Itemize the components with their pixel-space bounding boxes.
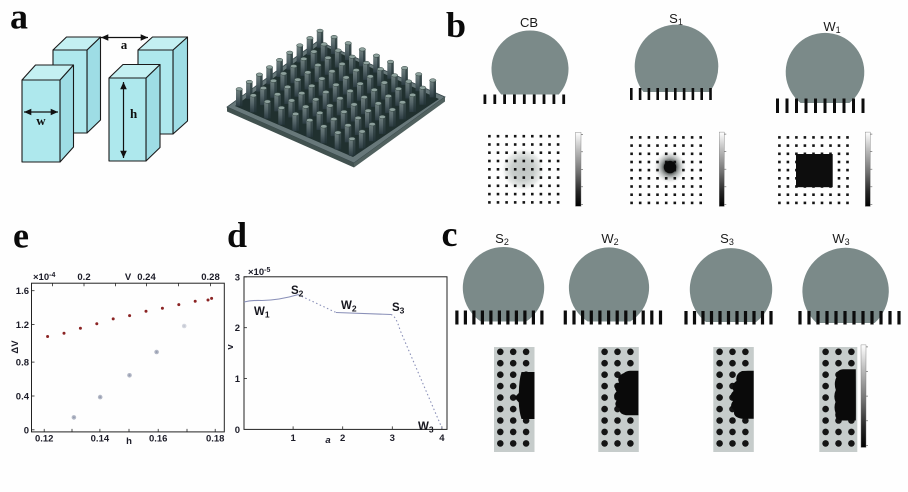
svg-text:2: 2: [235, 323, 240, 334]
svg-text:h: h: [126, 436, 132, 447]
svg-text:0.28: 0.28: [201, 272, 220, 283]
svg-text:a: a: [10, 0, 28, 37]
svg-text:a: a: [121, 37, 128, 52]
svg-text:V: V: [125, 272, 132, 283]
svg-text:0.24: 0.24: [137, 272, 156, 283]
svg-text:a: a: [325, 435, 330, 446]
svg-text:w: w: [36, 113, 46, 128]
svg-text:W1: W1: [823, 19, 840, 35]
svg-text:1.2: 1.2: [16, 320, 29, 331]
svg-text:b: b: [446, 5, 466, 45]
svg-text:h: h: [130, 106, 138, 121]
svg-text:0.2: 0.2: [77, 272, 90, 283]
svg-text:1: 1: [235, 374, 241, 385]
svg-text:W2: W2: [601, 231, 618, 247]
svg-text:×10-4: ×10-4: [33, 272, 55, 283]
svg-text:c: c: [442, 214, 458, 254]
svg-text:e: e: [13, 216, 29, 256]
svg-text:W3: W3: [832, 231, 849, 247]
svg-text:v: v: [225, 344, 236, 350]
svg-text:W1: W1: [254, 306, 270, 320]
svg-text:0.4: 0.4: [16, 392, 30, 403]
svg-text:S2: S2: [291, 285, 304, 299]
svg-text:ΔV: ΔV: [10, 340, 21, 354]
svg-text:W3: W3: [418, 421, 434, 435]
svg-text:3: 3: [390, 433, 395, 444]
svg-text:4: 4: [439, 433, 445, 444]
svg-text:d: d: [227, 215, 247, 255]
svg-text:2: 2: [340, 433, 345, 444]
svg-text:S2: S2: [495, 231, 509, 247]
svg-text:×10-5: ×10-5: [248, 267, 270, 278]
svg-text:S3: S3: [720, 231, 734, 247]
svg-text:0.12: 0.12: [35, 434, 54, 445]
svg-text:1.6: 1.6: [16, 286, 29, 297]
svg-text:W2: W2: [341, 300, 357, 314]
svg-text:0: 0: [235, 425, 240, 436]
svg-text:0: 0: [24, 425, 29, 436]
svg-text:1: 1: [290, 433, 296, 444]
svg-text:S1: S1: [669, 11, 683, 27]
svg-text:CB: CB: [520, 15, 538, 30]
svg-text:3: 3: [235, 273, 240, 284]
svg-text:0.8: 0.8: [16, 358, 29, 369]
svg-text:S3: S3: [392, 302, 405, 316]
svg-text:0.14: 0.14: [91, 434, 110, 445]
svg-text:0.18: 0.18: [206, 434, 225, 445]
svg-text:0.16: 0.16: [149, 434, 168, 445]
